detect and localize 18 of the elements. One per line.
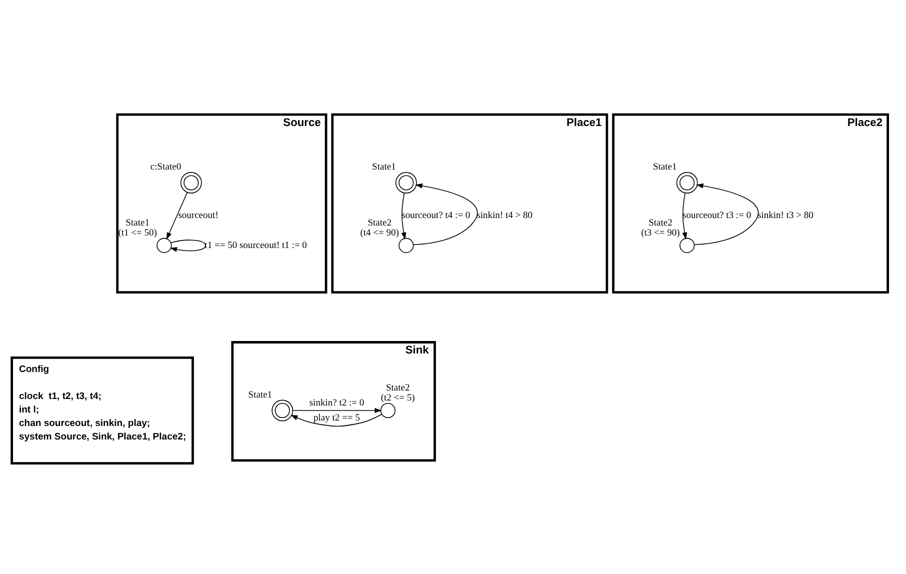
node-label: (t3 <= 90) [641,228,680,238]
edge-label: sinkin! t4 > 80 [476,210,533,221]
node-label: (t4 <= 90) [360,228,399,238]
node-label: State2 [648,218,672,228]
node-label: (t1 <= 50) [118,228,157,238]
edge-label: sourceout! [178,210,218,221]
edge-label: play t2 == 5 [314,412,360,423]
node-label: State1 [126,218,150,228]
edge-label: sinkin! t3 > 80 [758,210,814,221]
node-label: c:State0 [150,162,182,172]
node-label: State2 [368,218,392,228]
edge-label: sinkin? t2 := 0 [309,398,364,408]
node-label: State1 [652,162,677,172]
node-label: State2 [386,382,410,393]
node-label: State1 [248,390,272,400]
edge-label: t1 == 50 sourceout! t1 := 0 [204,240,307,250]
node-label: (t2 <= 5) [380,393,415,404]
node-label: State1 [372,162,396,172]
